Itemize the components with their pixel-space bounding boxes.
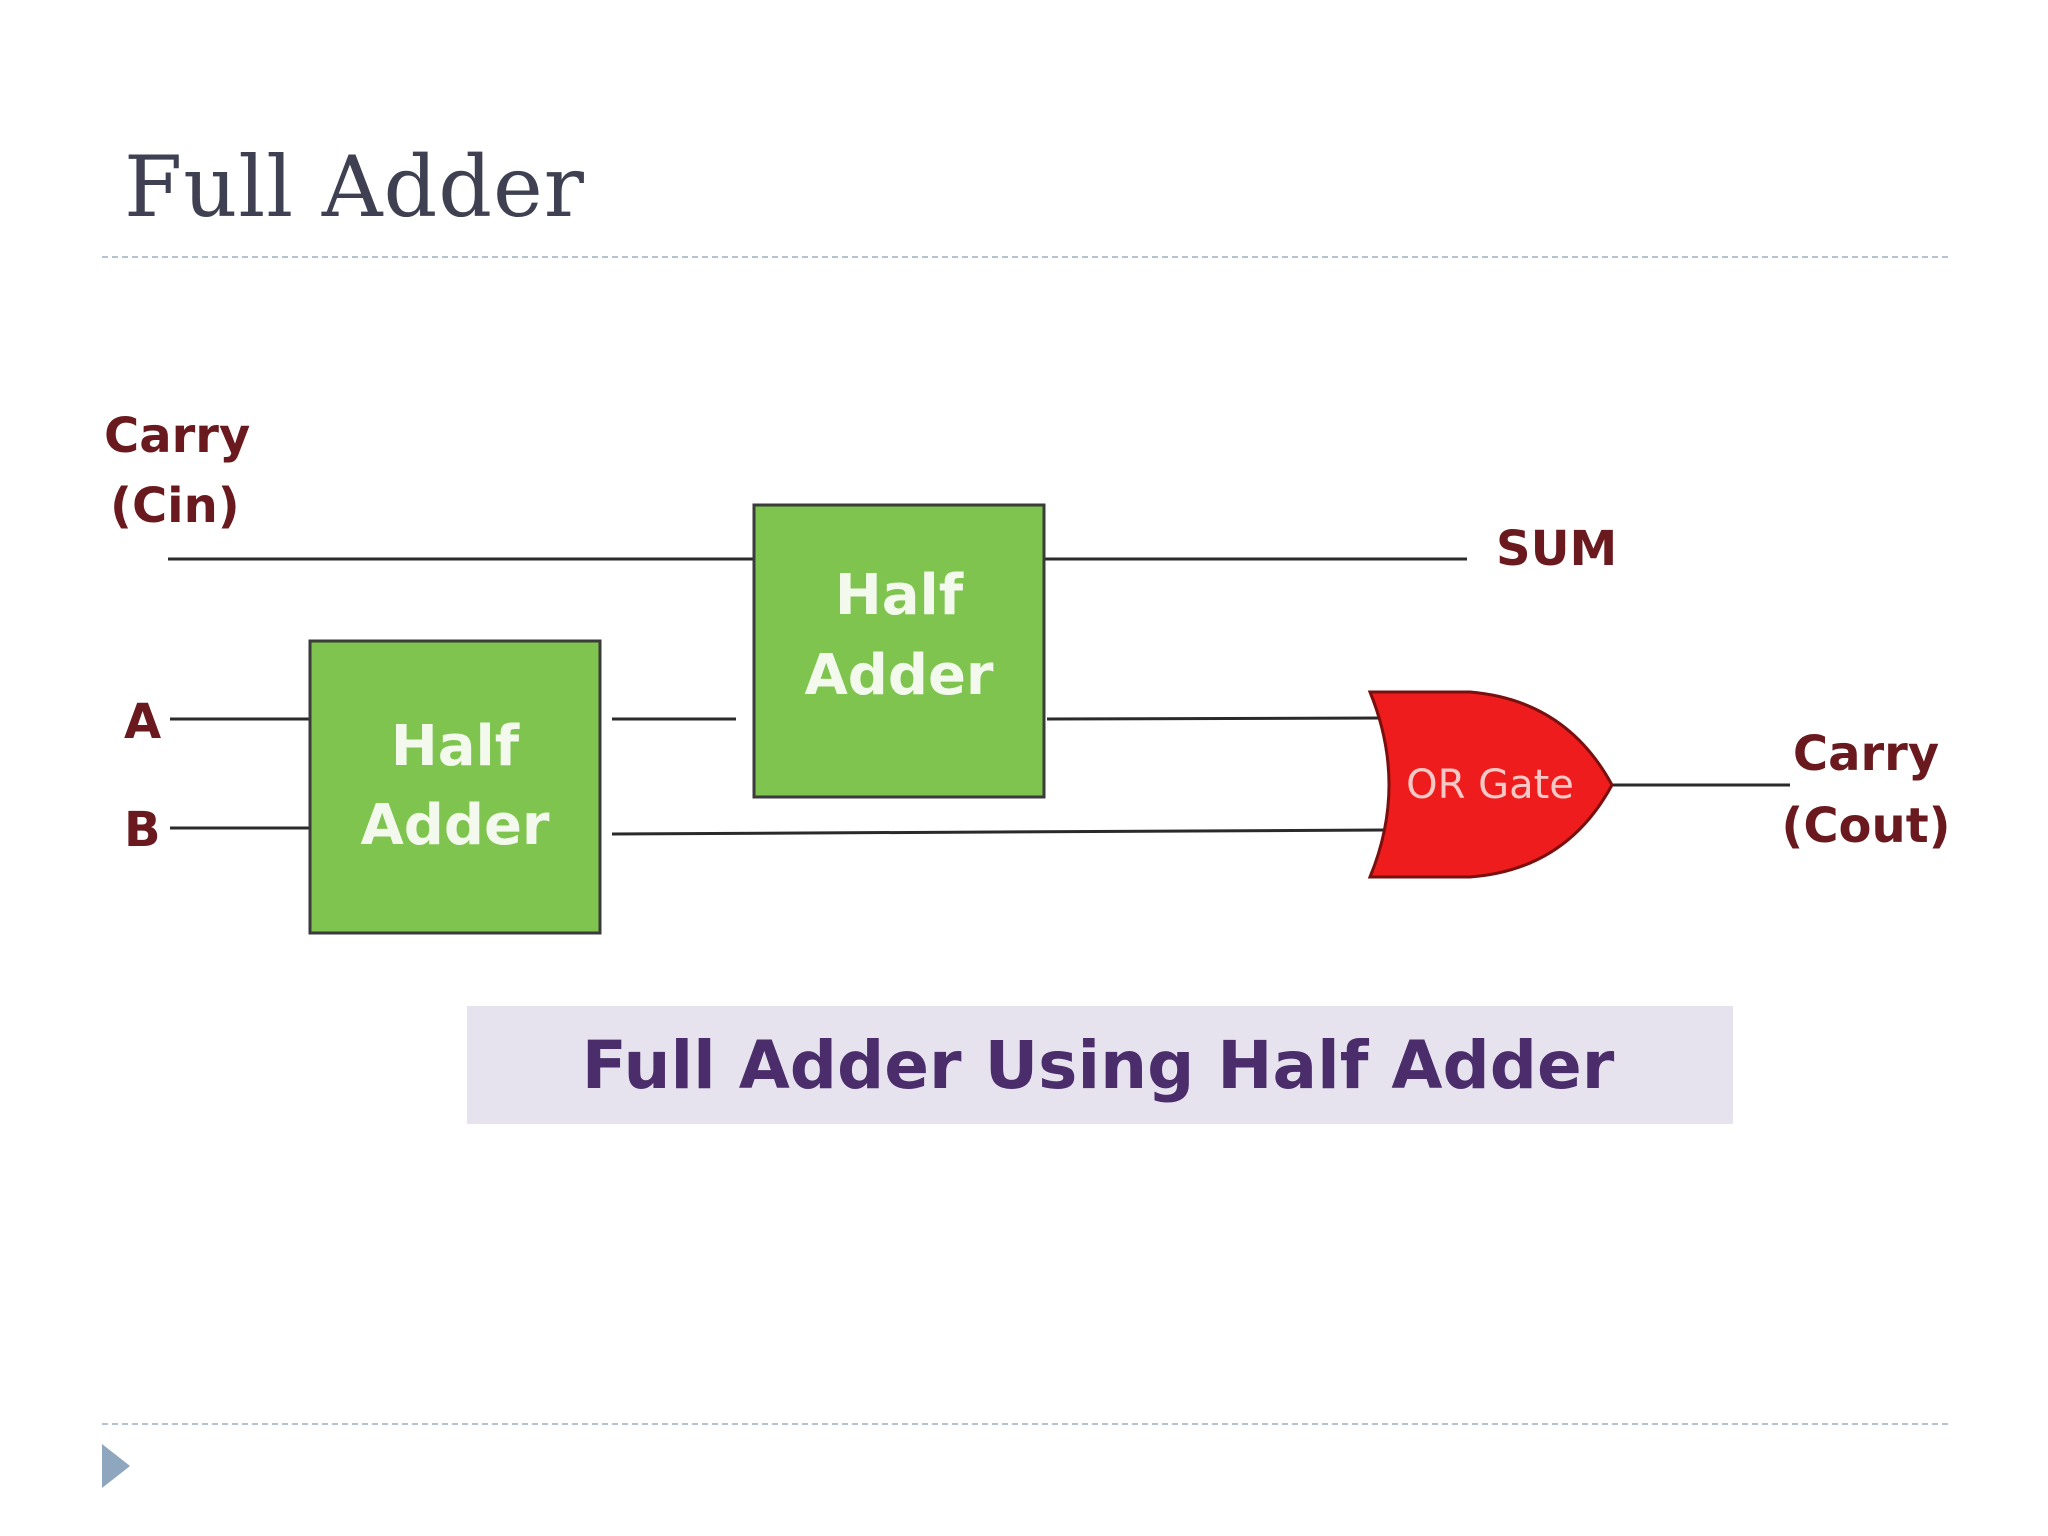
half-adder-1 [308,639,602,935]
slide-title: Full Adder [124,138,585,236]
half-adder-2-label-line1: Half [835,563,964,628]
carry1-wire [611,828,1385,836]
title-divider [102,256,1948,258]
half-adder-2 [752,503,1046,799]
or-gate-label: OR Gate [1406,762,1574,808]
input-a-label: A [124,694,161,750]
diagram-caption: Full Adder Using Half Adder [582,1027,1615,1104]
carry-out-label-line2: (Cout) [1781,798,1950,854]
input-b-label: B [124,802,161,858]
half-adder-1-label-line2: Adder [360,793,549,858]
footer-divider [102,1423,1948,1425]
carry-out-label-line1: Carry [1793,726,1939,782]
sum-label: SUM [1496,521,1617,577]
carry2-wire [1046,716,1385,721]
half-adder-2-label-line2: Adder [804,643,993,708]
or-gate [1367,690,1614,879]
caption-background [467,1006,1733,1124]
triangle-bullet-icon [102,1444,130,1488]
carry-in-label-line2: (Cin) [110,478,240,534]
carry-in-label-line1: Carry [104,408,250,464]
half-adder-1-label-line1: Half [391,714,520,779]
